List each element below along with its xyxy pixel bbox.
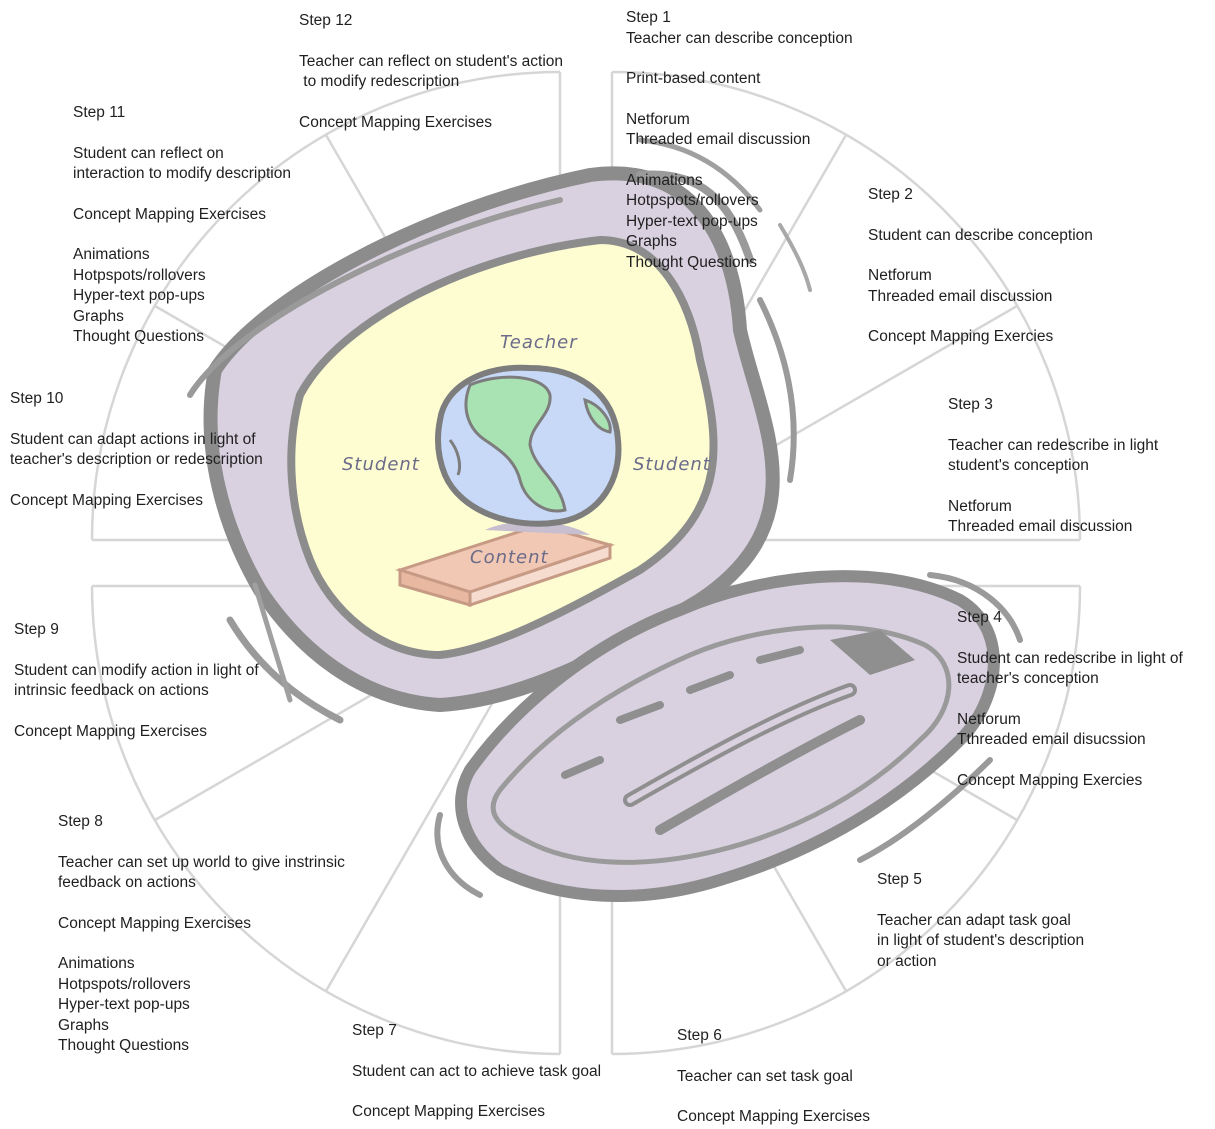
label-student-left: Student — [342, 454, 420, 475]
step-title: Step 5 — [877, 870, 1084, 891]
label-content: Content — [470, 547, 549, 568]
step-12-text: Step 12 Teacher can reflect on student's… — [299, 11, 563, 133]
step-title: Step 10 — [10, 389, 263, 410]
step-title: Step 1 — [626, 8, 853, 29]
step-detail: Teacher can set up world to give instrin… — [58, 853, 345, 894]
step-title: Step 9 — [14, 620, 259, 641]
step-title: Step 2 — [868, 185, 1093, 206]
label-teacher: Teacher — [500, 332, 578, 353]
globe — [438, 368, 619, 524]
step-title: Step 6 — [677, 1026, 870, 1047]
step-7-text: Step 7 Student can act to achieve task g… — [352, 1021, 601, 1123]
step-detail: Concept Mapping Exercises — [14, 722, 259, 743]
step-detail: Concept Mapping Exercises — [73, 205, 291, 226]
step-title: Step 11 — [73, 103, 291, 124]
step-title: Step 7 — [352, 1021, 601, 1042]
step-detail: Concept Mapping Exercies — [868, 327, 1093, 348]
step-2-text: Step 2 Student can describe conception N… — [868, 185, 1093, 348]
step-detail: Student can describe conception — [868, 226, 1093, 247]
step-title: Step 3 — [948, 395, 1158, 416]
step-detail: Concept Mapping Exercises — [299, 113, 563, 134]
step-detail: Student can act to achieve task goal — [352, 1062, 601, 1083]
step-detail: Concept Mapping Exercises — [58, 914, 345, 935]
step-title: Step 12 — [299, 11, 563, 32]
step-detail: Concept Mapping Exercises — [677, 1107, 870, 1128]
step-detail: Concept Mapping Exercises — [352, 1102, 601, 1123]
step-detail: Concept Mapping Exercies — [957, 771, 1183, 792]
step-1-text: Step 1 Teacher can describe conception P… — [626, 8, 853, 273]
step-title: Step 8 — [58, 812, 345, 833]
label-student-right: Student — [633, 454, 711, 475]
step-detail: Teacher can reflect on student's action … — [299, 52, 563, 93]
step-9-text: Step 9 Student can modify action in ligh… — [14, 620, 259, 742]
step-detail: Teacher can set task goal — [677, 1067, 870, 1088]
step-detail: Teacher can describe conception — [626, 29, 853, 50]
step-10-text: Step 10 Student can adapt actions in lig… — [10, 389, 263, 511]
step-detail: Concept Mapping Exercises — [10, 491, 263, 512]
step-4-text: Step 4 Student can redescribe in light o… — [957, 608, 1183, 791]
step-detail: Print-based content — [626, 69, 853, 90]
step-8-text: Step 8 Teacher can set up world to give … — [58, 812, 345, 1057]
step-6-text: Step 6 Teacher can set task goal Concept… — [677, 1026, 870, 1128]
step-title: Step 4 — [957, 608, 1183, 629]
